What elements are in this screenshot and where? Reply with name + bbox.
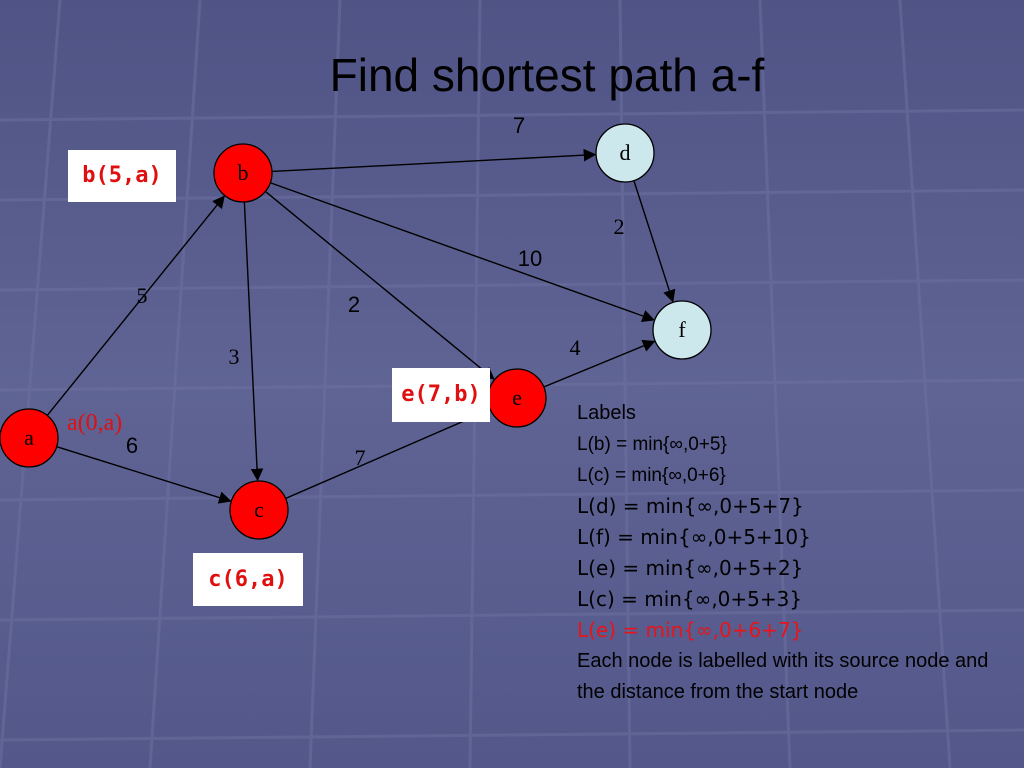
nodes-layer: a b c d e f [0,123,712,540]
labels-note: Each node is labelled with its source no… [577,650,989,703]
node-label-c: c [254,497,264,522]
edge-weight-a-b: 5 [137,283,148,308]
node-label-f: f [678,317,686,342]
node-circle-f [652,300,712,360]
edge-b-f [270,182,655,323]
label-line-7-highlighted: L(e) = min{∞,0+6+7} [577,618,804,642]
labels-panel: Labels L(b) = min{∞,0+5} L(c) = min{∞,0+… [577,398,1017,708]
label-line-3: L(d) = min{∞,0+5+7} [577,494,804,518]
edge-weight-b-f: 10 [518,246,542,271]
edge-b-d [271,148,597,173]
node-label-a: a [24,425,34,450]
tag-e: e(7,b) [392,368,490,422]
node-circle-d [595,123,655,183]
edge-d-f [633,180,676,303]
tag-b: b(5,a) [68,150,176,202]
node-circle-b [213,143,273,203]
node-d: d [595,123,655,183]
edge-weight-a-c: 6 [126,433,138,458]
edge-weight-d-f: 2 [614,214,625,239]
tag-c: c(6,a) [193,553,303,606]
node-a: a [0,408,59,468]
node-circle-c [229,480,289,540]
start-node-label: a(0,a) [67,410,122,436]
node-f: f [652,300,712,360]
label-line-6: L(c) = min{∞,0+5+3} [577,587,803,611]
label-line-5: L(e) = min{∞,0+5+2} [577,556,804,580]
edge-c-e [285,408,491,500]
edge-weight-b-c: 3 [229,344,240,369]
node-b: b [213,143,273,203]
edge-weight-b-d: 7 [513,113,525,138]
edge-weight-c-e: 7 [355,445,366,470]
node-label-e: e [512,385,522,410]
edges-layer [46,148,676,504]
edge-weight-b-e: 2 [348,292,360,317]
label-line-4: L(f) = min{∞,0+5+10} [577,525,811,549]
edge-weights-layer: 5 6 7 10 2 3 7 2 4 [126,113,625,470]
labels-heading: Labels [577,402,636,424]
label-line-2: L(c) = min{∞,0+6} [577,465,726,486]
slide-title: Find shortest path a-f [329,49,765,101]
edge-a-c [56,445,232,504]
node-label-d: d [620,140,631,165]
edge-e-f [543,339,656,388]
edge-b-c [243,201,264,482]
node-circle-a [0,408,59,468]
edge-a-b [46,195,225,416]
edge-weight-e-f: 4 [570,335,581,360]
node-c: c [229,480,289,540]
edge-b-e [264,190,495,380]
node-label-b: b [238,160,249,185]
label-line-1: L(b) = min{∞,0+5} [577,434,727,455]
node-e: e [487,368,547,428]
